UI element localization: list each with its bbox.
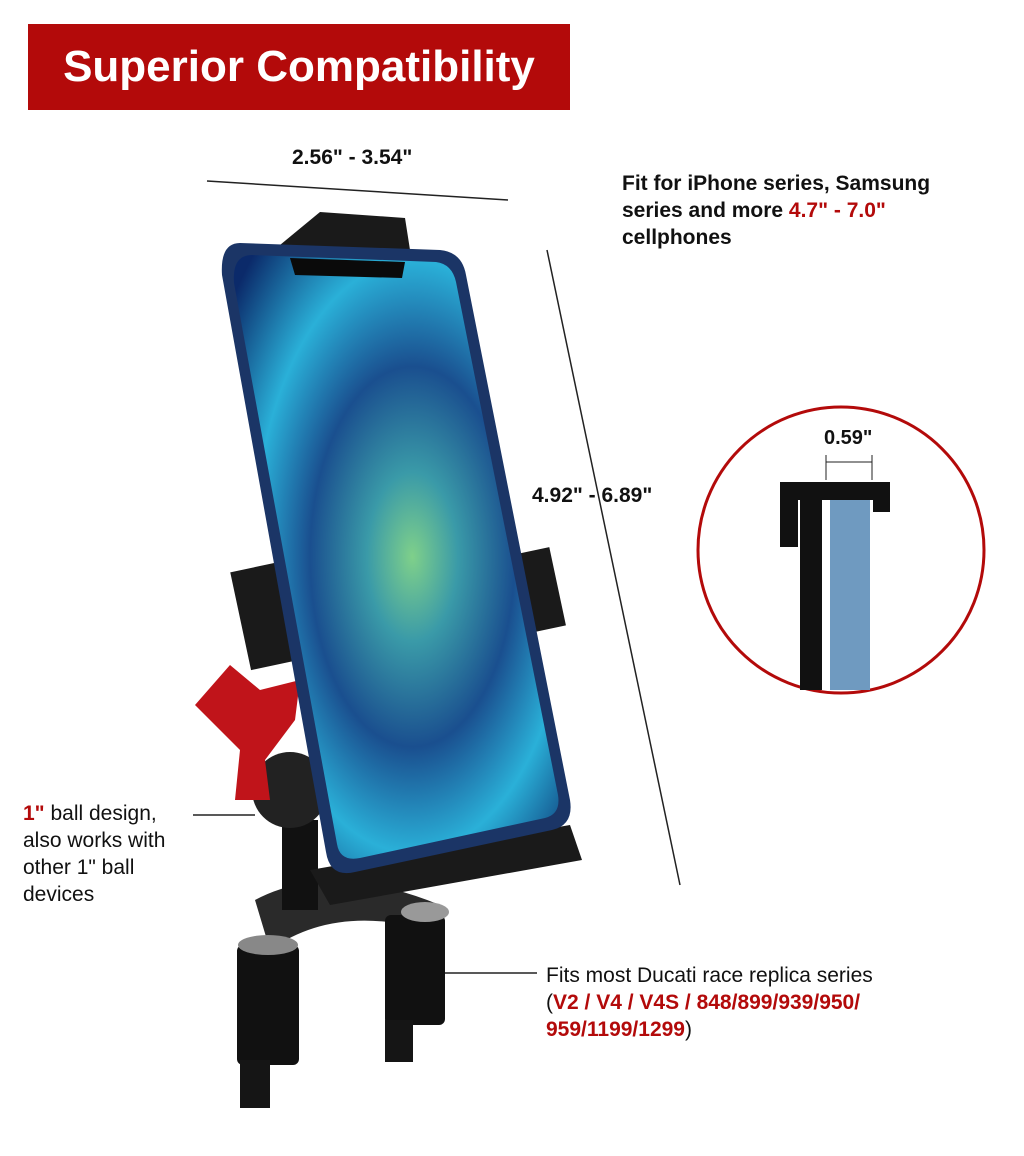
ball-size: 1"	[23, 802, 45, 825]
fit-line-2: series and more 4.7" - 7.0"	[622, 197, 930, 224]
ball-line-2: also works with	[23, 829, 166, 852]
width-range-label: 2.56" - 3.54"	[292, 146, 413, 169]
paren-open: (	[546, 991, 553, 1014]
ball-description: 1" ball design, also works with other 1"…	[23, 800, 165, 908]
title-banner: Superior Compatibility	[28, 24, 570, 110]
size-range: 4.7" - 7.0"	[788, 199, 886, 222]
depth-label: 0.59"	[824, 427, 873, 449]
ducati-line-1: Fits most Ducati race replica series	[546, 964, 873, 987]
fit-description: Fit for iPhone series, Samsung series an…	[622, 170, 930, 251]
thickness-detail	[696, 405, 986, 695]
height-dimension-line	[546, 249, 681, 886]
ducati-models-1: V2 / V4 / V4S / 848/899/939/950/	[553, 991, 861, 1014]
red-knob	[195, 665, 300, 800]
ducati-models-2: 959/1199/1299	[546, 1018, 685, 1041]
ducati-description: Fits most Ducati race replica series (V2…	[546, 962, 873, 1043]
ball-line-4: devices	[23, 883, 95, 906]
ball-text: ball design,	[44, 802, 157, 825]
bottom-tray	[310, 825, 582, 905]
width-dimension-line	[206, 180, 509, 201]
handlebar-mount	[237, 752, 449, 1108]
height-range-label: 4.92" - 6.89"	[532, 484, 653, 507]
paren-close: )	[684, 1018, 692, 1041]
ball-line-3: other 1" ball	[23, 856, 135, 879]
fit-line-1: Fit for iPhone series, Samsung	[622, 172, 931, 195]
fit-text: series and more	[622, 199, 789, 222]
phone	[221, 243, 571, 874]
fit-line-3: cellphones	[622, 226, 732, 249]
top-clamp	[280, 212, 410, 250]
